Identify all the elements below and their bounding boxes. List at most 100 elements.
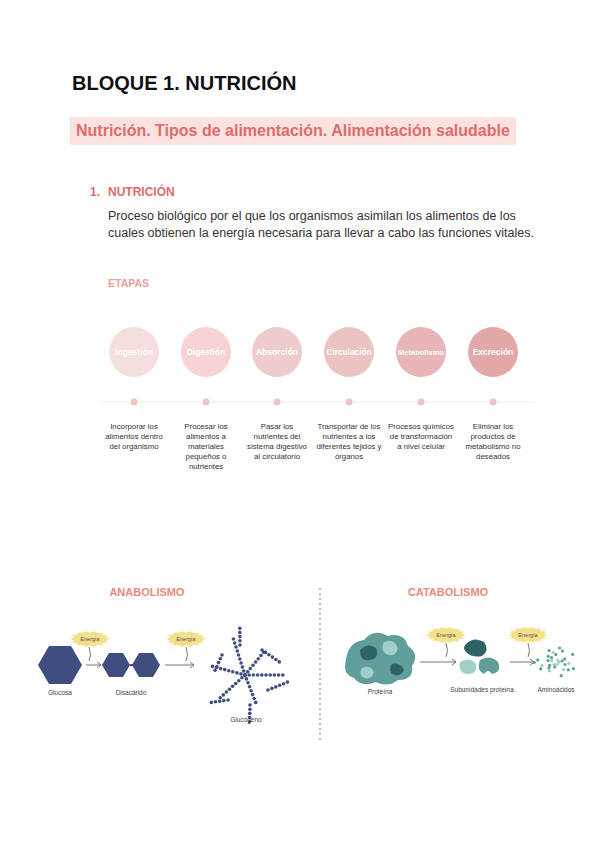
amino-acid-dot [548, 649, 551, 652]
sub-heading: ANABOLISMO [77, 586, 217, 598]
glycogen-dot [219, 657, 223, 661]
amino-acid-dot [563, 657, 566, 660]
stage-title: Ingestión [115, 347, 153, 357]
amino-acid-dot [533, 661, 536, 664]
title-banner: Nutrición. Tipos de alimentación. Alimen… [70, 117, 516, 145]
amino-acid-dot [556, 659, 559, 662]
glycogen-dot [254, 701, 258, 705]
stage-description: Procesos químicos de transformación a ni… [388, 422, 454, 452]
glycogen-dot [266, 688, 270, 692]
amino-acid-dot [553, 665, 556, 668]
stage-title: Metabolismo [398, 348, 444, 357]
body-paragraph: Proceso biológico por el que los organis… [108, 208, 553, 242]
stage-circle: Absorción [252, 327, 302, 377]
glycogen-dot [268, 673, 272, 677]
badge-text: Energía [436, 632, 455, 638]
starburst-fill [166, 631, 206, 647]
glycogen-dot [245, 677, 249, 681]
amino-acid-dot [539, 667, 542, 670]
glycogen-dot [219, 667, 223, 671]
stage-node: ExcreciónEliminar los productos de metab… [458, 327, 528, 497]
amino-acid-dot [558, 646, 561, 649]
badge-text: Energía [80, 636, 99, 642]
glycogen-dot [248, 707, 252, 711]
figure-label: Disacárido [101, 689, 161, 696]
amino-acid-dot [547, 666, 550, 669]
amino-acid-dot [547, 659, 550, 662]
stage-title: Circulación [326, 347, 371, 357]
glycogen-dot [242, 669, 246, 673]
glycogen-dot [249, 689, 253, 693]
glycogen-dot [274, 658, 278, 662]
stage-title: Excreción [473, 347, 514, 357]
amino-acid-dot [561, 659, 564, 662]
glycogen-dot [231, 685, 235, 689]
stage-description: Incorporar los alimentos dentro del orga… [101, 422, 167, 452]
glycogen-dot [213, 669, 217, 673]
glycogen-dot [218, 699, 222, 703]
glycogen-dot [278, 660, 282, 664]
glycogen-dot [215, 665, 219, 669]
amino-acid-dot [567, 662, 570, 665]
glycogen-dot [236, 649, 240, 653]
glycogen-dot [281, 673, 285, 677]
glycogen-dot [251, 664, 255, 668]
glucose-hexagon [38, 646, 82, 684]
glycogen-dot [256, 673, 260, 677]
stage-node: IngestiónIncorporar los alimentos dentro… [99, 327, 169, 497]
glycogen-dot [271, 655, 275, 659]
protein-subunits [460, 639, 499, 674]
figure-label: Glucógeno [216, 716, 276, 723]
energy-badge: Energía [166, 631, 206, 647]
glycogen-dot [274, 685, 278, 689]
glycogen-dot [241, 665, 245, 669]
glycogen-dot [228, 687, 232, 691]
stage-node: CirculaciónTransportar de los nutrientes… [314, 327, 384, 497]
sub-heading: CATABOLISMO [378, 586, 518, 598]
figure-label: Glucosa [30, 689, 90, 696]
glycogen-dot [222, 693, 226, 697]
figure-label: Proteína [350, 688, 410, 695]
figure-label: Subunidades proteína [450, 686, 514, 693]
glycogen-dot [231, 670, 235, 674]
figure-label: Aminoácidos [526, 686, 586, 693]
glycogen-dot [232, 637, 236, 641]
badge-text: Energía [176, 636, 195, 642]
stage-circle: Ingestión [109, 327, 159, 377]
stage-circle: Digestión [181, 327, 231, 377]
glycogen-dot [277, 673, 281, 677]
stage-title: Digestión [187, 347, 226, 357]
glycogen-dot [251, 693, 255, 697]
glycogen-dot [238, 643, 242, 647]
glycogen-dot [264, 673, 268, 677]
stage-node: DigestiónProcesar los alimentos a materi… [171, 327, 241, 497]
glycogen-dot [273, 673, 277, 677]
stage-description: Eliminar los productos de metabolismo no… [460, 422, 526, 462]
glycogen-dot [238, 626, 242, 630]
glycogen-dot [214, 700, 218, 704]
glycogen-dot [234, 645, 238, 649]
glycogen-dot [248, 712, 252, 716]
glycogen-dot [249, 667, 253, 671]
disaccharide-hexagon [102, 653, 130, 677]
glycogen-dot [246, 670, 250, 674]
glycogen-dot [239, 672, 243, 676]
glycogen-dot [218, 696, 222, 700]
glycogen-dot [286, 680, 290, 684]
amino-acid-dot [560, 674, 563, 677]
amino-acid-dot [548, 669, 551, 672]
timeline-line [100, 402, 535, 403]
glycogen-dot [252, 697, 256, 701]
stage-node: AbsorciónPasar los nutrientes del sistem… [242, 327, 312, 497]
glycogen-dot [238, 639, 242, 643]
stage-circle: Circulación [324, 327, 374, 377]
section-number: 1. [90, 185, 100, 199]
divider-line [320, 588, 321, 742]
glycogen-dot [217, 661, 221, 665]
stage-description: Procesar los alimentos a materiales pequ… [173, 422, 239, 472]
timeline-dots [131, 399, 497, 406]
amino-acid-dot [547, 655, 550, 658]
glycogen-dot [240, 676, 244, 680]
amino-acid-dots [533, 646, 575, 677]
